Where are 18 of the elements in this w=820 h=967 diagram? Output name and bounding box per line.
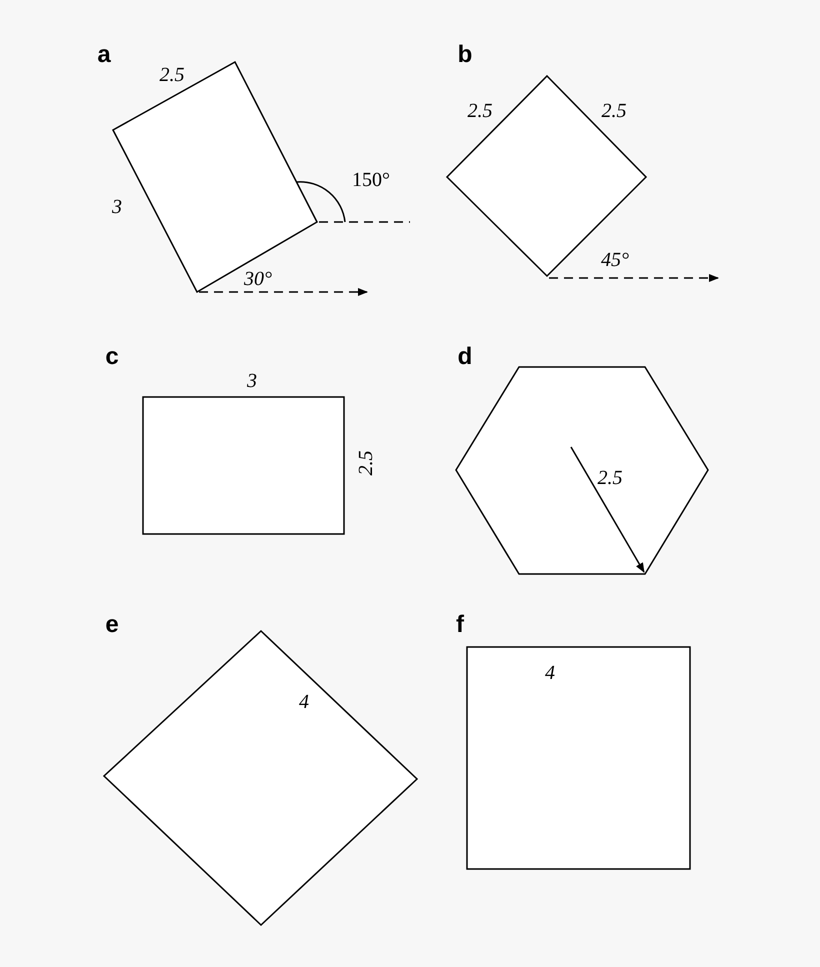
angle-label: 45° (601, 250, 629, 270)
dimension-label: 4 (545, 663, 555, 683)
dimension-label: 4 (299, 692, 309, 712)
dimension-label: 2.5 (160, 65, 184, 85)
dimension-label: 3 (112, 197, 122, 217)
angle-label: 30° (244, 269, 272, 289)
dimension-label: 2.5 (468, 101, 492, 121)
panel-label: e (105, 613, 119, 637)
panel-label: d (458, 345, 472, 369)
dimension-label: 2.5 (598, 468, 622, 488)
panel-label: f (456, 613, 464, 637)
dimension-label: 3 (247, 371, 257, 391)
angle-label: 150° (352, 170, 390, 190)
panel-label: b (458, 43, 472, 67)
dimension-label: 2.5 (602, 101, 626, 121)
panel-label: c (105, 345, 119, 369)
dimension-label: 2.5 (356, 450, 376, 476)
panel-label: a (97, 43, 111, 67)
